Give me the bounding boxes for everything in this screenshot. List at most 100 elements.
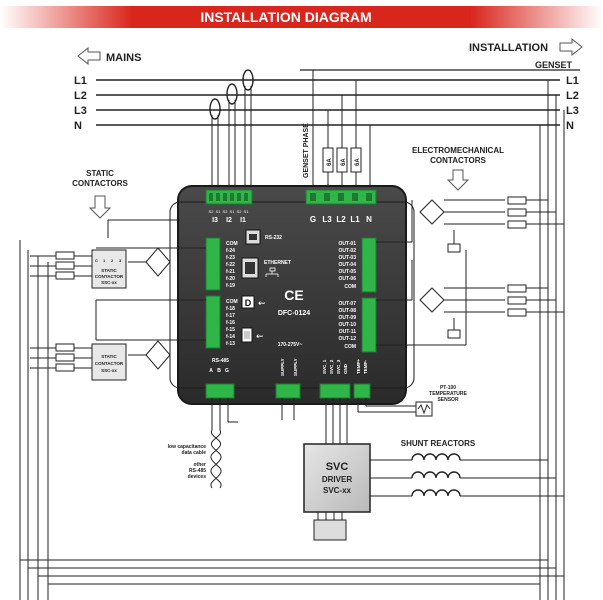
pt100-sensor bbox=[415, 401, 433, 417]
svg-text:OUT-07: OUT-07 bbox=[338, 301, 356, 307]
current-transformers bbox=[209, 69, 254, 120]
right-lower-labels: OUT-07 OUT-08 OUT-09 OUT-10 OUT-11 OUT-1… bbox=[338, 301, 356, 350]
svg-text:f-24: f-24 bbox=[226, 248, 235, 254]
right-lower-terminal bbox=[361, 297, 377, 353]
device-body bbox=[177, 185, 407, 405]
voltage-pin-l2: L2 bbox=[336, 215, 346, 224]
right-vertical-wires bbox=[526, 80, 565, 600]
svg-text:f-16: f-16 bbox=[226, 320, 235, 326]
static-contactor-wiring bbox=[19, 219, 206, 600]
rs485-other-line2: RS-485 bbox=[189, 468, 206, 474]
rs485-cable-line1: low capacitance bbox=[168, 444, 207, 450]
static-contactor-2 bbox=[91, 343, 127, 381]
bottom-distribution bbox=[20, 559, 564, 585]
svg-text:2: 2 bbox=[111, 258, 114, 263]
svg-text:OUT-09: OUT-09 bbox=[338, 315, 356, 321]
left-lower-labels: COM f-18 f-17 f-16 f-15 f-14 f-13 bbox=[226, 299, 238, 347]
svg-text:COM: COM bbox=[344, 284, 356, 290]
fuse-3 bbox=[350, 147, 362, 173]
svg-text:C: C bbox=[95, 258, 98, 263]
electro-contactors-label-1: ELECTROMECHANICAL bbox=[412, 146, 504, 155]
static-contactor-1-line2: CONTACTOR bbox=[95, 274, 124, 279]
fuse-2 bbox=[336, 147, 348, 173]
shunt-reactor-coils bbox=[411, 453, 461, 497]
electro-contactor-wiring bbox=[376, 199, 505, 346]
svg-text:f-19: f-19 bbox=[226, 283, 235, 289]
title-banner bbox=[0, 6, 603, 28]
left-lower-terminal bbox=[205, 295, 221, 349]
shunt-reactor-wiring bbox=[370, 459, 564, 497]
voltage-pin-l3: L3 bbox=[322, 215, 332, 224]
usb-device-icon: D bbox=[245, 298, 252, 308]
svg-text:f-22: f-22 bbox=[226, 262, 235, 268]
ct-prefix-3: S2 bbox=[223, 209, 229, 214]
static-down-arrow-icon bbox=[88, 195, 112, 219]
current-terminal-block bbox=[205, 189, 253, 205]
static-contactors-label-2: CONTACTORS bbox=[72, 179, 128, 188]
rs485-other-line3: devices bbox=[188, 474, 207, 480]
genset-phase-label: GENSET PHASE bbox=[303, 123, 310, 178]
temp-terminal bbox=[353, 383, 371, 399]
svg-text:OUT-04: OUT-04 bbox=[338, 262, 356, 268]
busbar-label-left-l2: L2 bbox=[74, 90, 87, 102]
voltage-pin-n: N bbox=[366, 215, 372, 224]
svg-text:1: 1 bbox=[103, 258, 106, 263]
busbar-label-right-l2: L2 bbox=[566, 90, 579, 102]
svg-text:OUT-06: OUT-06 bbox=[338, 276, 356, 282]
left-upper-terminal bbox=[205, 237, 221, 291]
svg-text:f-18: f-18 bbox=[226, 306, 235, 312]
rs485-pin-a: A bbox=[209, 368, 213, 374]
fuses bbox=[322, 147, 362, 173]
static-contactors-label-1: STATIC bbox=[86, 169, 114, 178]
svg-text:f-23: f-23 bbox=[226, 255, 235, 261]
fuse-rating-2: 6A bbox=[341, 158, 347, 166]
mains-arrow-icon bbox=[77, 46, 101, 66]
rs485-pin-b: B bbox=[217, 368, 221, 374]
busbar-label-right-l3: L3 bbox=[566, 105, 579, 117]
ethernet-icon bbox=[265, 267, 279, 277]
svg-text:f-15: f-15 bbox=[226, 327, 235, 333]
voltage-pin-l1: L1 bbox=[350, 215, 360, 224]
ct-prefix-5: S2 bbox=[237, 209, 243, 214]
svg-text:OUT-02: OUT-02 bbox=[338, 248, 356, 254]
ethernet-label: ETHERNET bbox=[264, 260, 291, 266]
mains-label: MAINS bbox=[106, 52, 141, 64]
right-upper-labels: OUT-01 OUT-02 OUT-03 OUT-04 OUT-05 OUT-0… bbox=[338, 241, 356, 290]
voltage-terminal-block bbox=[305, 189, 377, 205]
fuse-1 bbox=[322, 147, 334, 173]
rs485-pin-g: G bbox=[225, 368, 229, 374]
electro-contactor-coils bbox=[447, 243, 461, 339]
svg-text:COM: COM bbox=[226, 241, 238, 247]
pt100-line2: TEMPERATURE bbox=[429, 391, 467, 397]
fuse-rating-1: 6A bbox=[327, 158, 333, 166]
busbar-label-left-l1: L1 bbox=[74, 75, 87, 87]
usb-device-port bbox=[241, 295, 255, 309]
fuse-rating-3: 6A bbox=[355, 158, 361, 166]
rs485-other-line1: other bbox=[194, 462, 207, 468]
static-contactor-2-line1: STATIC bbox=[101, 354, 117, 359]
svg-text:OUT-03: OUT-03 bbox=[338, 255, 356, 261]
supply-label-2: SUPPLY bbox=[293, 358, 298, 376]
rs232-label: RS-232 bbox=[265, 235, 282, 241]
svc-label-gnd: GND bbox=[343, 363, 348, 374]
svg-text:OUT-01: OUT-01 bbox=[338, 241, 356, 247]
left-upper-labels: COM f-24 f-23 f-22 f-21 f-20 f-19 bbox=[226, 241, 238, 289]
ct-prefix-4: S1 bbox=[230, 209, 236, 214]
supply-wiring bbox=[281, 398, 295, 420]
electro-contactor-resistors bbox=[507, 196, 527, 317]
busbar-label-right-n: N bbox=[566, 120, 574, 132]
svg-text:f-13: f-13 bbox=[226, 341, 235, 347]
right-upper-terminal bbox=[361, 237, 377, 293]
svg-text:OUT-10: OUT-10 bbox=[338, 322, 356, 328]
electro-contactors-label-2: CONTACTORS bbox=[430, 156, 486, 165]
svg-text:f-14: f-14 bbox=[226, 334, 235, 340]
busbar-label-left-l3: L3 bbox=[74, 105, 87, 117]
static-contactor-resistors bbox=[55, 251, 75, 372]
svc-output-connector bbox=[313, 519, 347, 541]
static-contactor-pins: C 1 2 3 bbox=[95, 258, 122, 263]
static-contactor-1-line1: STATIC bbox=[101, 268, 117, 273]
static-contactor-2-model: SSC-xx bbox=[101, 368, 117, 373]
static-contactor-2-line2: CONTACTOR bbox=[95, 361, 124, 366]
rs485-terminal bbox=[205, 383, 235, 399]
